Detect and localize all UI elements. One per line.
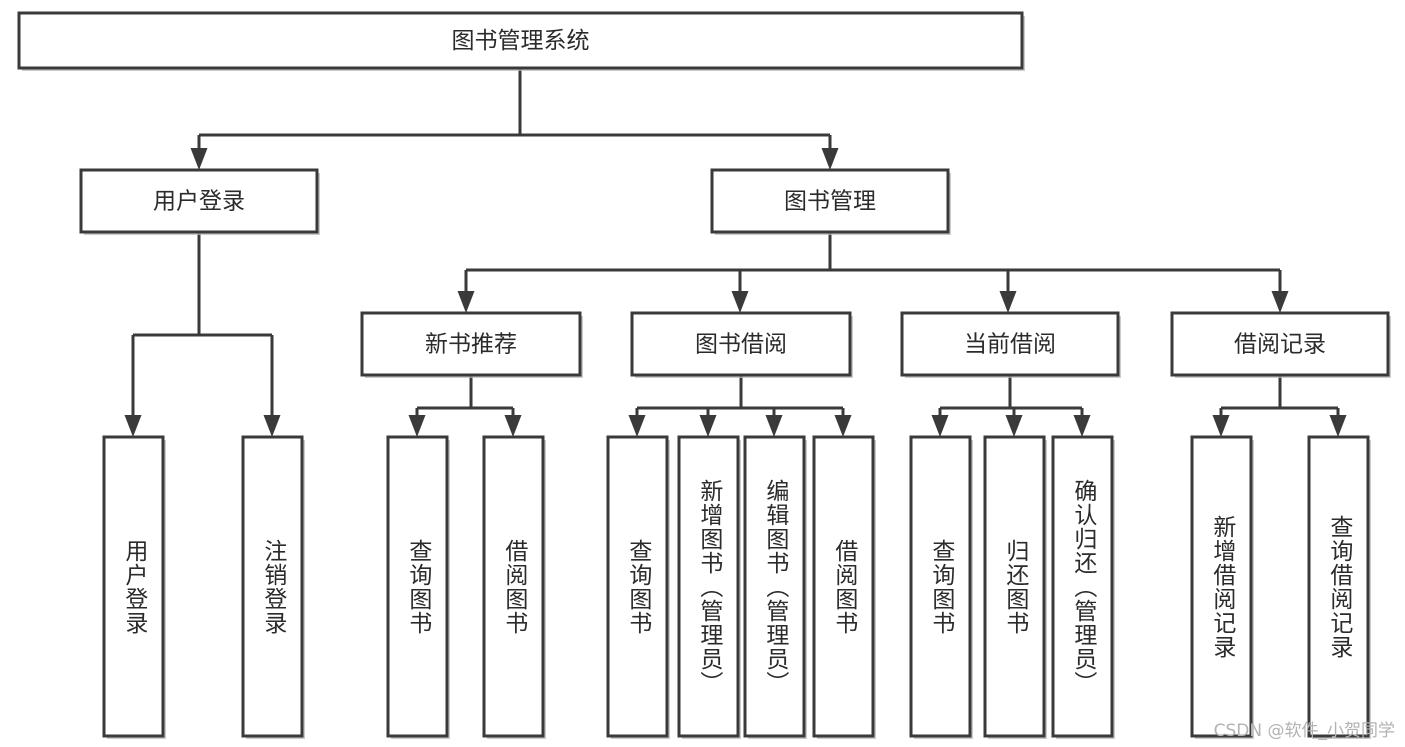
node-leaf-注销登录-1[interactable]	[241, 435, 304, 738]
arrow-head-0	[190, 148, 208, 170]
node-leaf-借阅图书-7[interactable]	[812, 435, 875, 738]
connector-group-current-borrow-to-leaves	[931, 375, 1091, 437]
node-leaf-查询借阅记录-12[interactable]	[1307, 435, 1370, 738]
node-leaf-编辑图书-管理员-6[interactable]	[743, 435, 806, 738]
arrow-head-2	[999, 291, 1017, 313]
connectors-layer	[124, 68, 1347, 437]
connector-group-book-manage-to-level3	[457, 232, 1289, 313]
arrow-head-0	[1212, 415, 1230, 437]
arrow-head-2	[1073, 415, 1091, 437]
node-leaf-查询图书-2[interactable]	[386, 435, 449, 738]
connector-group-borrow-record-to-leaves	[1212, 375, 1347, 437]
node-l3-新书推荐-0[interactable]	[360, 311, 582, 377]
node-leaf-归还图书-9[interactable]	[983, 435, 1046, 738]
arrow-head-1	[731, 291, 749, 313]
arrow-head-1	[504, 415, 522, 437]
node-l3-当前借阅-2-label: 当前借阅	[964, 332, 1056, 358]
node-l2-图书管理-1[interactable]	[710, 168, 950, 234]
node-leaf-新增图书-管理员-5[interactable]	[677, 435, 740, 738]
node-root-图书管理系统-0-label: 图书管理系统	[452, 28, 590, 54]
arrow-head-0	[124, 415, 142, 437]
node-l3-借阅记录-3[interactable]	[1170, 311, 1390, 377]
arrow-head-0	[408, 415, 426, 437]
csdn-watermark: CSDN @软件_小贺同学	[1213, 721, 1395, 741]
node-leaf-用户登录-0[interactable]	[102, 435, 165, 738]
node-l2-用户登录-0[interactable]	[79, 168, 319, 234]
arrow-head-2	[765, 415, 783, 437]
node-leaf-新增借阅记录-11[interactable]	[1190, 435, 1253, 738]
arrow-head-3	[834, 415, 852, 437]
arrow-head-1	[699, 415, 717, 437]
node-l3-当前借阅-2[interactable]	[900, 311, 1120, 377]
connector-group-book-borrow-to-leaves	[628, 375, 852, 437]
node-l3-图书借阅-1[interactable]	[630, 311, 852, 377]
node-l3-图书借阅-1-label: 图书借阅	[695, 332, 787, 358]
connector-group-root-to-level2	[190, 68, 839, 170]
connector-group-user-login-to-leaves	[124, 232, 281, 437]
boxes-layer	[17, 11, 1391, 739]
arrow-head-3	[1271, 291, 1289, 313]
arrow-head-1	[1005, 415, 1023, 437]
node-l2-图书管理-1-label: 图书管理	[784, 189, 876, 215]
node-leaf-查询图书-4[interactable]	[606, 435, 669, 738]
node-leaf-借阅图书-3[interactable]	[482, 435, 545, 738]
connector-group-new-book-to-leaves	[408, 375, 522, 437]
node-leaf-确认归还-管理员-10[interactable]	[1051, 435, 1114, 738]
arrow-head-0	[628, 415, 646, 437]
node-root-图书管理系统-0[interactable]	[17, 11, 1024, 70]
node-l3-新书推荐-0-label: 新书推荐	[425, 332, 517, 358]
arrow-head-0	[931, 415, 949, 437]
node-l2-用户登录-0-label: 用户登录	[153, 189, 245, 215]
arrow-head-1	[821, 148, 839, 170]
arrow-head-1	[263, 415, 281, 437]
node-l3-借阅记录-3-label: 借阅记录	[1234, 332, 1326, 358]
arrow-head-0	[457, 291, 475, 313]
node-leaf-查询图书-8[interactable]	[909, 435, 972, 738]
arrow-head-1	[1329, 415, 1347, 437]
